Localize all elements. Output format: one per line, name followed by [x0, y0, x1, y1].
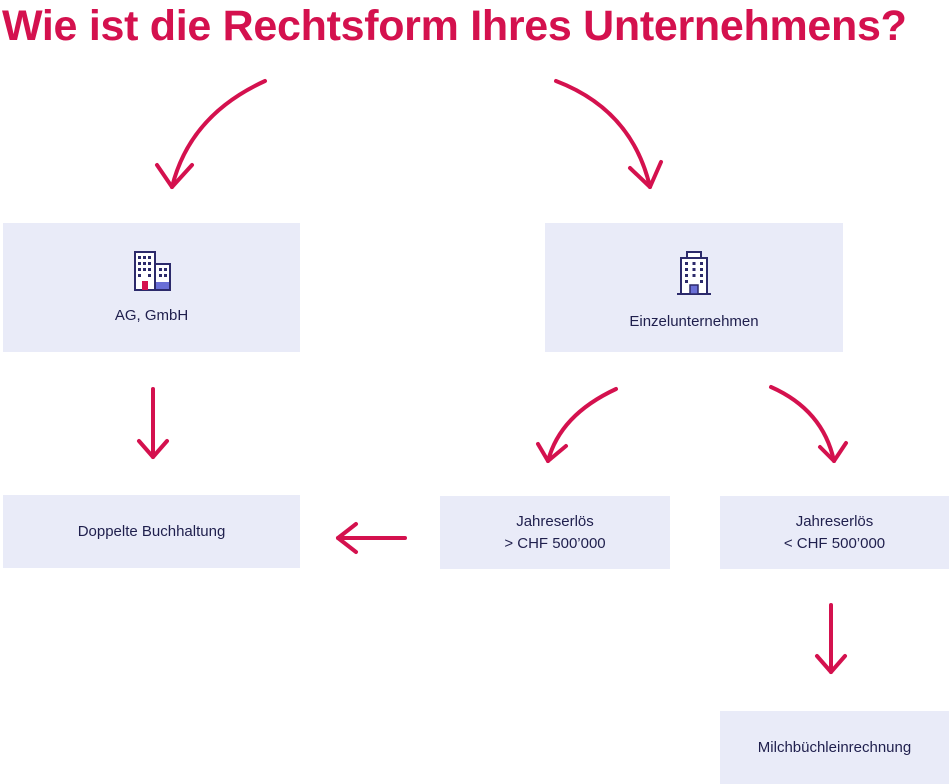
node-label-line1: Jahreserlös	[516, 512, 594, 530]
node-label-line2: > CHF 500’000	[504, 534, 606, 552]
node-ag-gmbh: AG, GmbH	[3, 223, 300, 352]
arrow-jahres-gt-to-doppelte	[336, 522, 407, 554]
arrow-einzel-to-jahres-lt	[769, 385, 848, 463]
arrow-einzel-to-jahres-gt	[536, 387, 618, 463]
node-label-line2: < CHF 500’000	[783, 534, 886, 552]
node-jahreserloes-lt: Jahreserlös < CHF 500’000	[720, 496, 949, 569]
office-buildings-icon	[132, 248, 172, 299]
node-einzelunternehmen: Einzelunternehmen	[545, 223, 843, 352]
node-label: AG, GmbH	[114, 307, 189, 324]
arrow-title-to-ag	[155, 79, 267, 189]
page-title: Wie ist die Rechtsform Ihres Unternehmen…	[2, 2, 907, 50]
node-jahreserloes-gt: Jahreserlös > CHF 500’000	[440, 496, 670, 569]
node-doppelte-buchhaltung: Doppelte Buchhaltung	[3, 495, 300, 568]
node-label: Einzelunternehmen	[629, 313, 759, 330]
node-milchbuechleinrechnung: Milchbüchleinrechnung	[720, 711, 949, 784]
node-label-line1: Jahreserlös	[795, 512, 874, 530]
office-tower-icon	[674, 250, 714, 305]
arrow-title-to-einzel	[554, 79, 663, 189]
node-label: Milchbüchleinrechnung	[757, 738, 912, 756]
arrow-ag-to-doppelte	[137, 387, 169, 459]
arrow-jahres-lt-to-milch	[815, 603, 847, 674]
node-label: Doppelte Buchhaltung	[77, 522, 226, 540]
